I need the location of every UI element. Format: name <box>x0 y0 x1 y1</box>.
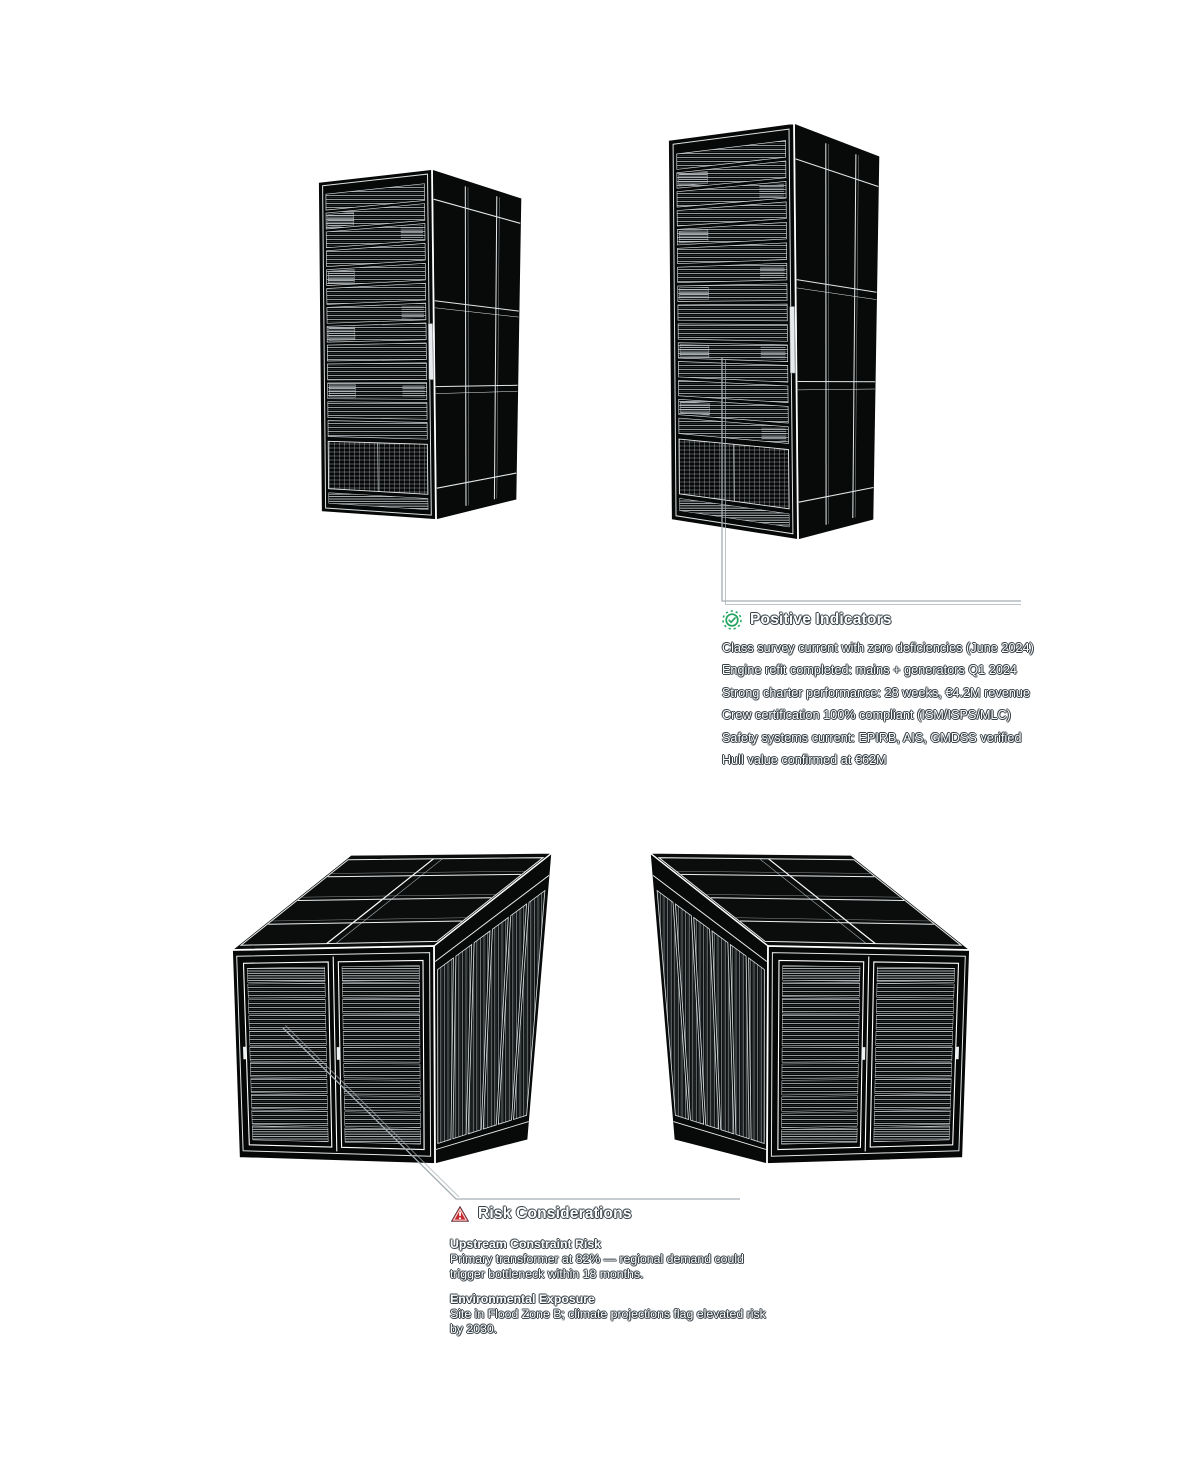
warning-triangle-icon <box>450 1206 470 1222</box>
server-rack-illustration-top-left <box>317 168 523 521</box>
risk-considerations-title: Risk Considerations <box>478 1205 632 1222</box>
positive-item: Class survey current with zero deficienc… <box>722 641 1034 655</box>
positive-item: Engine refit completed: mains + generato… <box>722 663 1018 678</box>
positive-item: Hull value confirmed at €62M <box>722 753 887 768</box>
risk-section-text: by 2030. <box>450 1322 498 1336</box>
risk-section-text: Primary transformer at 82% — regional de… <box>450 1252 744 1266</box>
container-module-illustration-bottom-left <box>231 852 553 1165</box>
risk-section-heading: Upstream Constraint Risk <box>450 1237 602 1251</box>
risk-section-upstream: Upstream Constraint Risk Primary transfo… <box>450 1237 766 1282</box>
positive-indicators-list: Class survey current with zero deficienc… <box>722 637 1034 771</box>
risk-considerations-block: Risk Considerations Upstream Constraint … <box>450 1204 766 1337</box>
positive-indicators-header: Positive Indicators <box>722 610 1034 630</box>
risk-section-text: trigger bottleneck within 18 months. <box>450 1267 644 1281</box>
risk-considerations-header: Risk Considerations <box>450 1204 766 1224</box>
server-rack-illustration-top-right <box>667 122 881 541</box>
positive-item: Safety systems current: EPIRB, AIS, GMDS… <box>722 730 1022 745</box>
positive-item: Crew certification 100% compliant (ISM/I… <box>722 708 1011 723</box>
positive-item: Strong charter performance: 28 weeks, €4… <box>722 685 1031 700</box>
risk-section-environmental: Environmental Exposure Site in Flood Zon… <box>450 1292 766 1337</box>
positive-indicators-title: Positive Indicators <box>750 611 892 628</box>
risk-section-text: Site in Flood Zone B; climate projection… <box>450 1307 766 1321</box>
positive-indicators-block: Positive Indicators Class survey current… <box>722 610 1034 771</box>
check-badge-icon <box>722 610 742 630</box>
risk-section-heading: Environmental Exposure <box>450 1292 595 1306</box>
container-module-illustration-bottom-right <box>649 852 971 1165</box>
